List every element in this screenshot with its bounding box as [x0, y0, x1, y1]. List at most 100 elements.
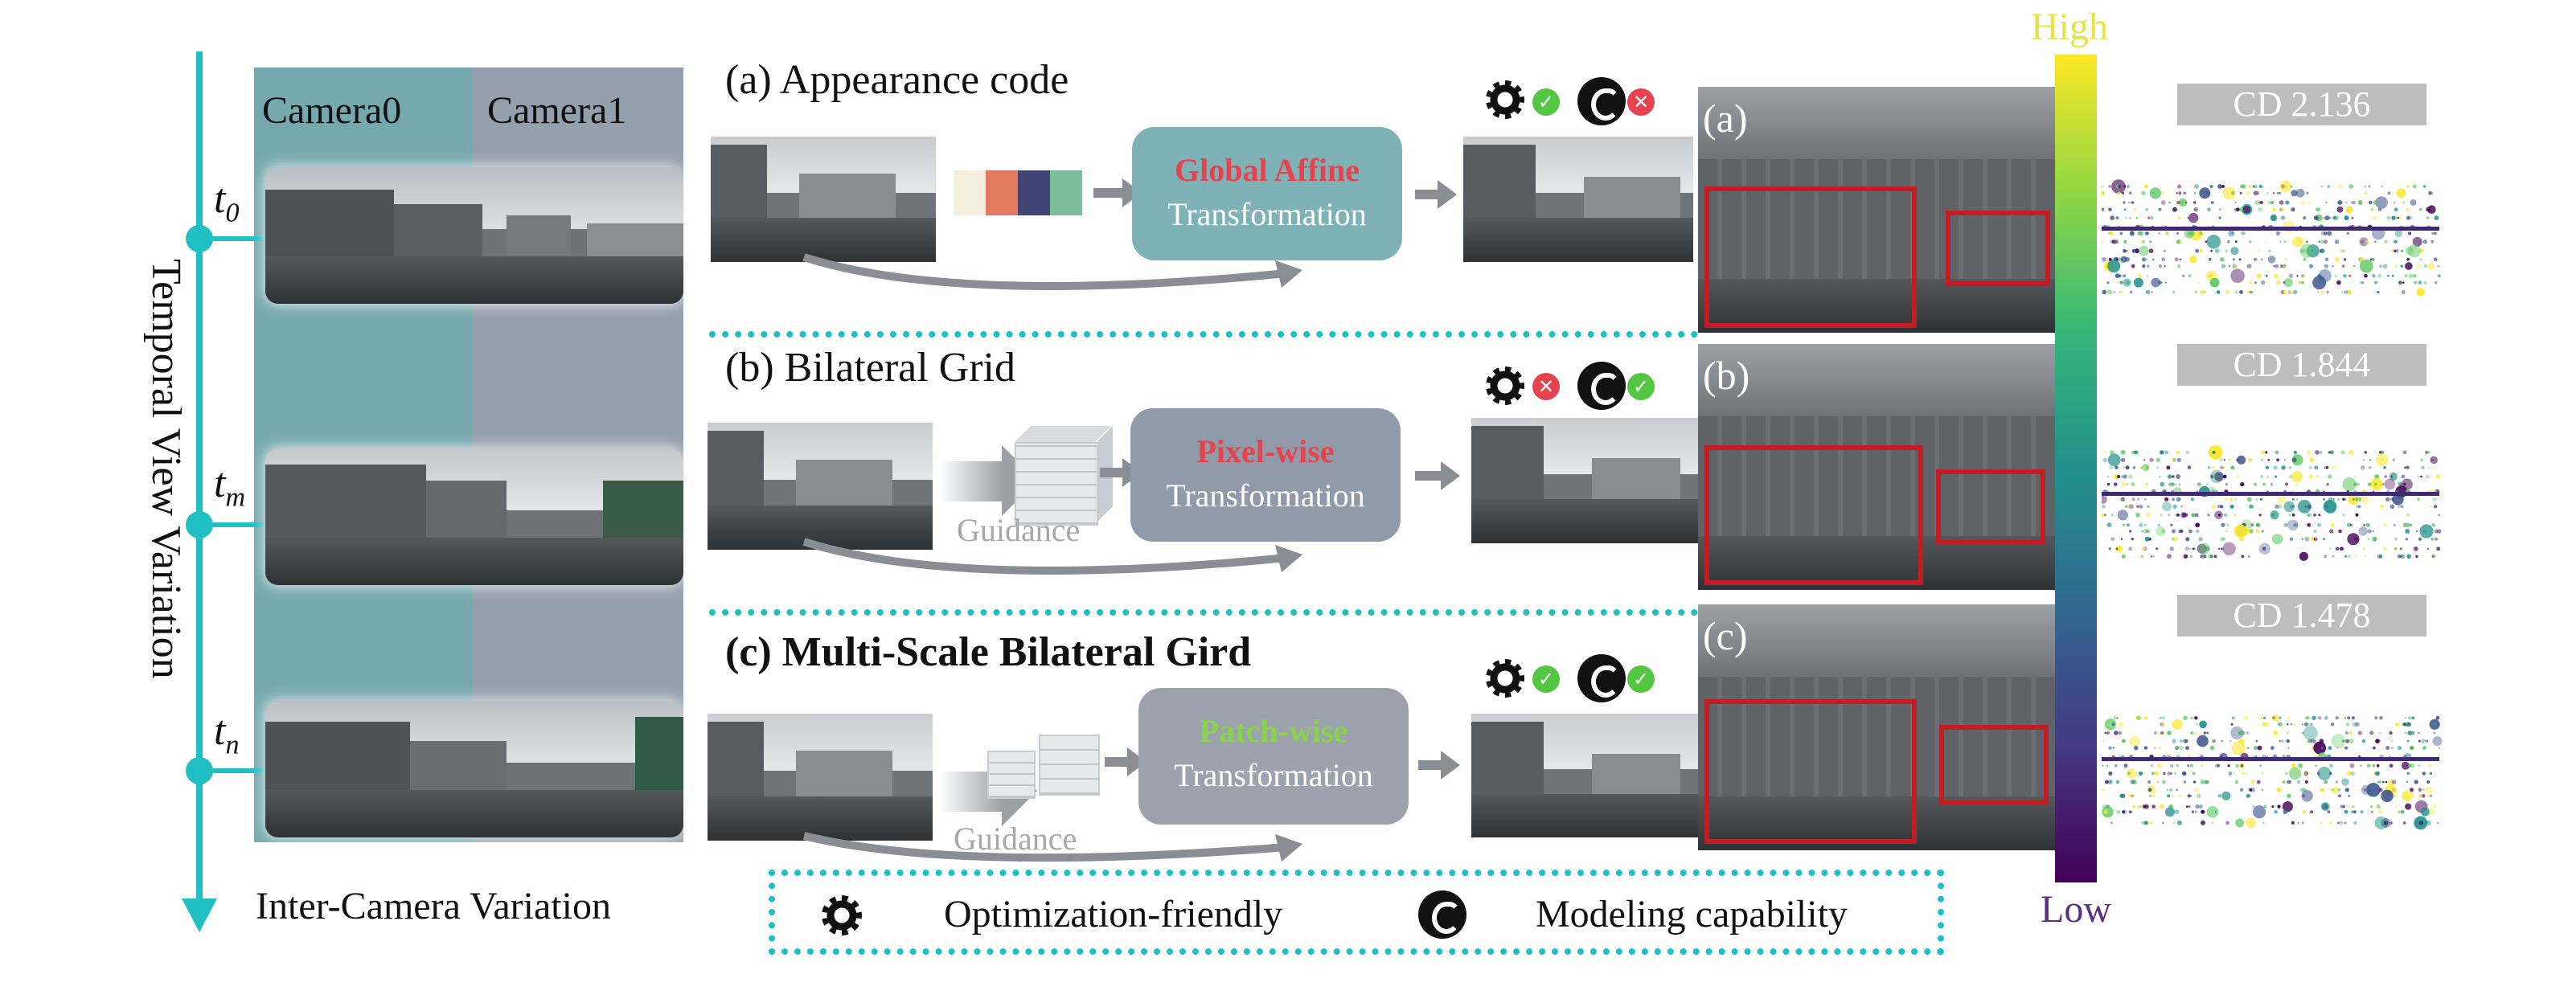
- lidar-point: [2360, 281, 2363, 285]
- lidar-point: [2380, 504, 2385, 509]
- lidar-point: [2128, 201, 2131, 204]
- lidar-point: [2280, 264, 2283, 268]
- lidar-point: [2185, 450, 2189, 454]
- lidar-point: [2231, 466, 2235, 469]
- lidar-point: [2370, 207, 2374, 211]
- lidar-point: [2136, 505, 2139, 509]
- lidar-point: [2287, 747, 2290, 749]
- lidar-point: [2432, 497, 2438, 502]
- lidar-point: [2151, 258, 2155, 261]
- lidar-point: [2171, 529, 2176, 534]
- lidar-point: [2273, 265, 2275, 268]
- lidar-point: [2393, 249, 2397, 252]
- cd-badge-c: CD 1.478: [2177, 595, 2426, 637]
- lidar-point: [2118, 731, 2122, 735]
- bilateral-grid-cube-icon: [1015, 426, 1113, 526]
- lidar-point: [2345, 723, 2350, 727]
- lidar-point: [2283, 278, 2293, 288]
- lidar-point: [2253, 805, 2255, 808]
- panel-c-input-image: [708, 714, 933, 841]
- lidar-point: [2406, 554, 2411, 559]
- lidar-point: [2280, 207, 2285, 212]
- lidar-point: [2244, 716, 2248, 720]
- lidar-point: [2394, 805, 2398, 808]
- lidar-point: [2205, 240, 2208, 244]
- lidar-point: [2301, 723, 2303, 726]
- lidar-point: [2381, 795, 2384, 797]
- lidar-point: [2347, 522, 2351, 527]
- lidar-point: [2387, 780, 2391, 784]
- lidar-point: [2285, 772, 2288, 776]
- panel-c-output-image: [1471, 714, 1698, 837]
- lidar-point: [2238, 258, 2242, 261]
- lidar-point: [2377, 554, 2382, 559]
- lidar-point: [2364, 273, 2368, 278]
- lidar-point: [2331, 788, 2335, 792]
- lidar-point: [2434, 505, 2438, 509]
- lidar-point: [2102, 494, 2107, 504]
- lidar-point: [2426, 547, 2430, 551]
- lidar-point: [2145, 207, 2149, 211]
- lidar-point: [2160, 731, 2164, 735]
- lidar-point: [2337, 200, 2342, 205]
- lidar-point: [2390, 746, 2394, 750]
- lidar-point: [2432, 722, 2437, 727]
- lidar-point: [2364, 185, 2367, 188]
- lidar-point: [2398, 481, 2403, 487]
- lidar-point: [2324, 264, 2328, 268]
- lidar-point: [2379, 716, 2383, 720]
- lidar-point: [2426, 780, 2430, 784]
- lidar-point: [2398, 505, 2402, 509]
- lidar-point: [2288, 514, 2291, 516]
- lidar-point: [2307, 201, 2311, 204]
- lidar-point: [2335, 256, 2340, 262]
- lidar-point: [2131, 497, 2135, 502]
- lidar-point: [2184, 547, 2189, 551]
- lidar-point: [2313, 513, 2317, 517]
- lidar-point: [2160, 208, 2163, 211]
- lidar-point: [2336, 280, 2341, 285]
- lidar-point: [2292, 289, 2298, 295]
- lidar-point: [2420, 458, 2423, 462]
- lidar-point: [2225, 530, 2228, 533]
- lidar-point: [2297, 780, 2300, 784]
- lidar-point: [2247, 555, 2250, 558]
- lidar-point: [2270, 510, 2279, 520]
- lidar-point: [2172, 530, 2175, 533]
- lidar-point: [2355, 722, 2360, 727]
- lidar-point: [2209, 277, 2220, 288]
- lidar-point: [2370, 208, 2373, 211]
- global-affine-title: Global Affine: [1174, 152, 1360, 188]
- lidar-point: [2117, 547, 2123, 551]
- lidar-point: [2107, 780, 2113, 784]
- lidar-point: [2188, 524, 2190, 526]
- lidar-point: [2306, 514, 2310, 517]
- lidar-point: [2349, 763, 2355, 768]
- lidar-point: [2250, 523, 2254, 527]
- lidar-point: [2128, 191, 2132, 195]
- lidar-point: [2172, 718, 2183, 730]
- lidar-point: [2102, 185, 2103, 188]
- lidar-point: [2286, 739, 2290, 743]
- lidar-point: [2190, 497, 2195, 502]
- lidar-point: [2258, 184, 2262, 189]
- lidar-point: [2119, 498, 2121, 501]
- lidar-point: [2268, 249, 2271, 252]
- lidar-point: [2279, 200, 2284, 205]
- lidar-point: [2142, 464, 2150, 472]
- lidar-point: [2234, 498, 2237, 501]
- lidar-point: [2402, 790, 2413, 801]
- lidar-point: [2291, 207, 2295, 212]
- lidar-point: [2308, 474, 2313, 479]
- lidar-point: [2133, 547, 2136, 551]
- lidar-point: [2375, 771, 2380, 776]
- lidar-point: [2372, 536, 2377, 542]
- lidar-point: [2357, 505, 2361, 509]
- lidar-point: [2354, 555, 2357, 558]
- lidar-point: [2281, 465, 2286, 470]
- lidar-point: [2384, 478, 2396, 490]
- lidar-point: [2274, 809, 2278, 814]
- lidar-point: [2326, 290, 2329, 294]
- lidar-point: [2421, 465, 2425, 469]
- lidar-point: [2295, 188, 2305, 198]
